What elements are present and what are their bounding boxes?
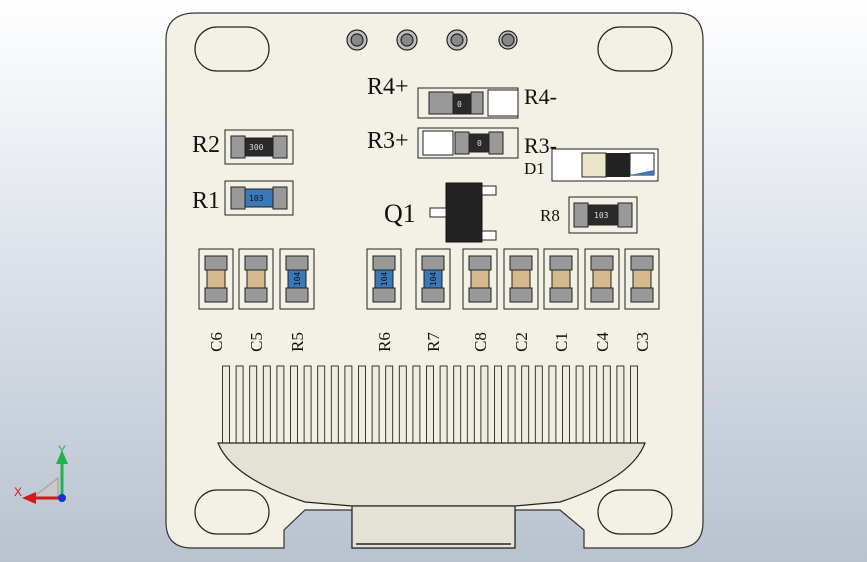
header-pins [346, 29, 518, 51]
fpc-finger [494, 365, 502, 447]
label-r6: R6 [375, 332, 394, 352]
fpc-finger [262, 365, 271, 447]
fpc-finger [630, 365, 638, 447]
fpc-finger [222, 365, 230, 447]
fpc-finger [412, 365, 421, 447]
r4-value: 0 [457, 100, 462, 109]
component-c8[interactable]: C8 [462, 248, 498, 352]
component-c3[interactable]: C3 [624, 248, 660, 352]
label-d1: D1 [524, 159, 545, 178]
axis-y-label: Y [58, 443, 66, 457]
fpc-finger [439, 365, 448, 447]
fpc-finger [290, 365, 298, 447]
fpc-finger [575, 365, 584, 447]
fpc-tail [351, 505, 516, 549]
component-c4[interactable]: C4 [584, 248, 620, 352]
value-r6: 104 [380, 272, 389, 287]
fpc-finger [589, 365, 598, 447]
axis-triad: Y X [14, 443, 68, 504]
fpc-finger [466, 365, 475, 447]
label-c6: C6 [207, 332, 226, 352]
label-c2: C2 [512, 332, 531, 352]
component-r4[interactable]: 0 [417, 87, 519, 119]
fpc-finger [249, 365, 258, 447]
fpc-finger [276, 365, 285, 447]
fpc-finger [521, 365, 530, 447]
fpc-finger [534, 365, 543, 447]
axis-x-label: X [14, 485, 22, 499]
label-r2: R2 [192, 132, 220, 158]
value-r7: 104 [429, 272, 438, 287]
fpc-finger [453, 365, 462, 447]
fpc-finger [616, 365, 625, 447]
fpc-finger [358, 365, 366, 447]
label-c4: C4 [593, 332, 612, 352]
label-r1: R1 [192, 188, 220, 214]
value-r5: 104 [293, 272, 302, 287]
label-r5: R5 [288, 332, 307, 352]
fpc-finger [426, 365, 434, 447]
component-c5[interactable]: C5 [238, 248, 274, 352]
label-c1: C1 [552, 332, 571, 352]
component-r1[interactable]: 103 [224, 180, 294, 216]
fpc-finger [507, 365, 516, 447]
component-q1[interactable] [429, 182, 497, 243]
r8-value: 103 [594, 211, 609, 220]
r1-value: 103 [249, 194, 264, 203]
label-r7: R7 [424, 332, 443, 352]
component-r8[interactable]: 103 [568, 196, 638, 234]
fpc-finger [562, 365, 570, 447]
label-q1: Q1 [384, 199, 416, 228]
fpc-finger [548, 365, 557, 447]
label-r3-plus: R3+ [367, 128, 409, 154]
r3-value: 0 [477, 139, 482, 148]
label-c5: C5 [247, 332, 266, 352]
component-d1[interactable] [551, 148, 659, 182]
label-c3: C3 [633, 332, 652, 352]
fpc-finger [303, 365, 312, 447]
label-r4-minus: R4- [524, 84, 557, 109]
component-r3[interactable]: 0 [417, 127, 519, 159]
label-c8: C8 [471, 332, 490, 352]
fpc-finger [317, 365, 326, 447]
fpc-finger [344, 365, 353, 447]
fpc-finger [235, 365, 244, 447]
component-c6[interactable]: C6 [198, 248, 234, 352]
mounting-holes [194, 26, 673, 535]
fpc-finger [330, 365, 339, 447]
r2-value: 300 [249, 143, 264, 152]
fpc-finger [480, 365, 489, 447]
label-r8: R8 [540, 206, 560, 225]
component-c1[interactable]: C1 [543, 248, 579, 352]
component-r2[interactable]: 300 [224, 129, 294, 165]
label-r4-plus: R4+ [367, 74, 409, 100]
fpc-finger [398, 365, 407, 447]
fpc-finger [602, 365, 611, 447]
fpc-finger [385, 365, 394, 447]
component-c2[interactable]: C2 [503, 248, 539, 352]
fpc-finger [371, 365, 380, 447]
